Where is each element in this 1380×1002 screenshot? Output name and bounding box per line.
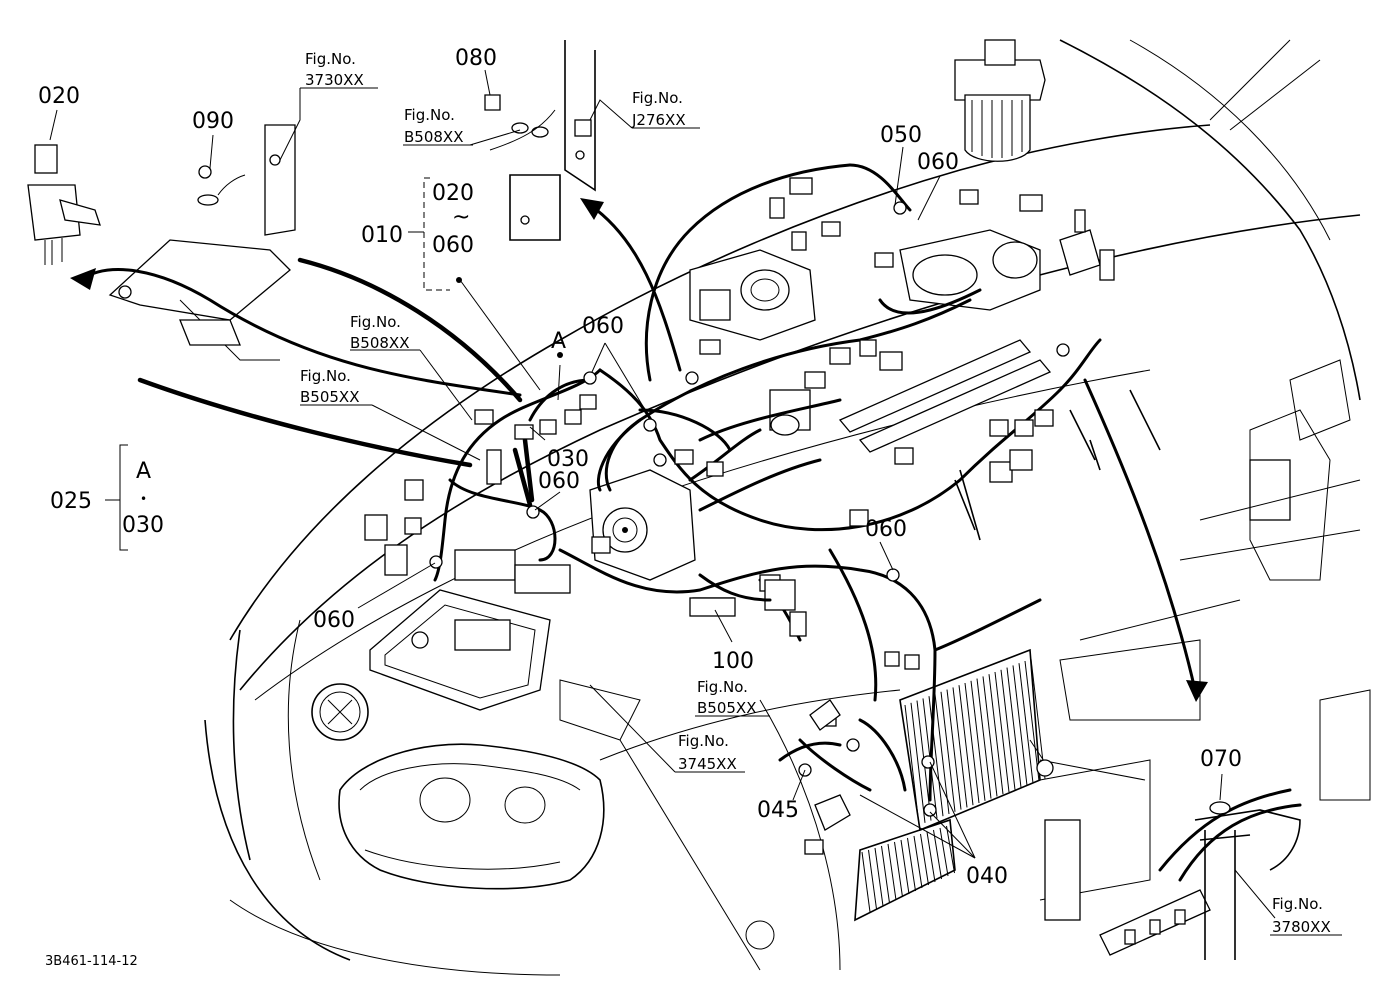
- leader-lines: [49, 69, 1342, 936]
- throttle-body: [689, 249, 816, 355]
- callout-070: 070: [1200, 747, 1242, 772]
- bolt-080-bracket: [484, 40, 596, 241]
- figure-references: Fig.No. 3730XX Fig.No. B508XX Fig.No. J2…: [300, 50, 1331, 936]
- callout-labels: 020 090 080 050 060 010 020 ~ 060 060 A …: [38, 46, 1242, 889]
- callout-010-range-start: 020: [432, 181, 474, 206]
- side-grille: [854, 648, 1046, 922]
- callout-030: 030: [547, 447, 589, 472]
- tractor-body-outline: [204, 39, 1361, 976]
- callout-060-left: 060: [538, 469, 580, 494]
- fuse-relay-020: [27, 144, 101, 265]
- supply-pump: [589, 469, 696, 581]
- callout-060-lower: 060: [313, 608, 355, 633]
- callout-090: 090: [192, 109, 234, 134]
- drawing-code: 3B461-114-12: [45, 954, 138, 969]
- callout-010: 010: [361, 223, 403, 248]
- callout-A-point: A: [551, 329, 566, 354]
- callout-040: 040: [966, 864, 1008, 889]
- sensor-045: [778, 699, 851, 831]
- fig-ref-b508-top: B508XX: [404, 128, 463, 146]
- harness-connectors: [364, 177, 1115, 855]
- fig-label-3780: Fig.No.: [1272, 895, 1323, 913]
- callout-025-dot: •: [140, 492, 147, 506]
- main-wiring-harness: [297, 163, 1102, 802]
- bracket-070: [1099, 788, 1302, 960]
- fig-label-b508-mid: Fig.No.: [350, 313, 401, 331]
- fig-ref-3745: 3745XX: [678, 755, 737, 773]
- sensor-100: [689, 573, 772, 617]
- fuel-filter: [954, 39, 1046, 162]
- callout-025-030: 030: [122, 513, 164, 538]
- fig-label-b505-mid: Fig.No.: [300, 367, 351, 385]
- callout-010-range-end: 060: [432, 233, 474, 258]
- fig-ref-3730: 3730XX: [305, 71, 364, 89]
- fig-label-b508-top: Fig.No.: [404, 106, 455, 124]
- callout-braces: [105, 177, 450, 551]
- fig-ref-b505-low: B505XX: [697, 699, 756, 717]
- callout-010-range-tilde: ~: [452, 205, 470, 230]
- fig-label-b505-low: Fig.No.: [697, 678, 748, 696]
- fig-ref-b508-mid: B508XX: [350, 334, 409, 352]
- callout-100: 100: [712, 649, 754, 674]
- callout-060-right: 060: [865, 517, 907, 542]
- bracket-090: [108, 124, 296, 361]
- callout-080: 080: [455, 46, 497, 71]
- fig-ref-3780: 3780XX: [1272, 918, 1331, 936]
- callout-025: 025: [50, 489, 92, 514]
- callout-060-mid: 060: [582, 314, 624, 339]
- fig-label-3730: Fig.No.: [305, 50, 356, 68]
- harness-clamps: [429, 201, 1227, 817]
- ecu-unit: [369, 549, 571, 711]
- callout-020: 020: [38, 84, 80, 109]
- fig-ref-b505-mid: B505XX: [300, 388, 359, 406]
- egr-valve-assembly: [899, 209, 1101, 311]
- callout-025-A: A: [136, 459, 151, 484]
- fig-label-j276: Fig.No.: [632, 89, 683, 107]
- frame-structure: [1029, 359, 1371, 921]
- fig-label-3745: Fig.No.: [678, 732, 729, 750]
- callout-050: 050: [880, 123, 922, 148]
- callout-045: 045: [757, 798, 799, 823]
- fig-ref-j276: J276XX: [631, 111, 686, 129]
- detail-arrows: [70, 198, 1208, 702]
- callout-060-top: 060: [917, 150, 959, 175]
- glow-plugs: [954, 389, 1161, 541]
